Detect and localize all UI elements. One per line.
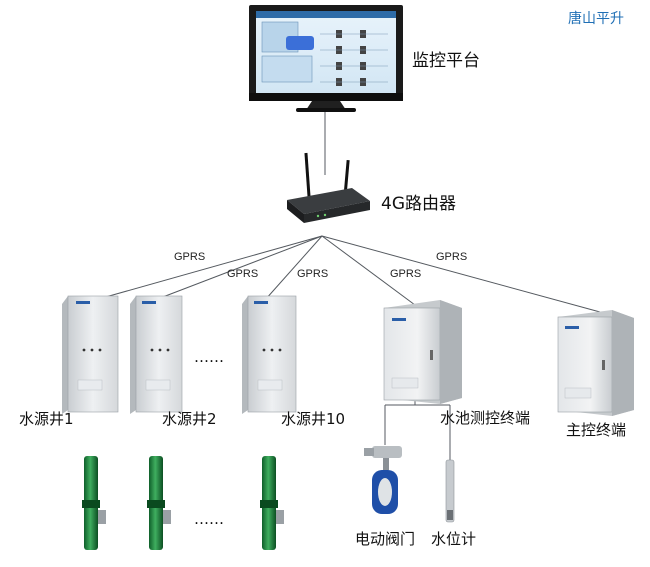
well-cabinet-2 bbox=[130, 295, 183, 414]
ellipsis-pumps: …… bbox=[194, 510, 224, 528]
line-router-well10 bbox=[264, 235, 323, 301]
connection-lines bbox=[94, 110, 601, 460]
line-router-well1 bbox=[94, 235, 323, 301]
brand-text: 唐山平升 bbox=[568, 11, 624, 27]
well-cabinet-1 bbox=[62, 295, 119, 414]
main-terminal-label: 主控终端 bbox=[566, 421, 627, 439]
line-router-pool bbox=[321, 235, 416, 306]
gprs-label-5: GPRS bbox=[436, 251, 468, 263]
pool-terminal-box bbox=[383, 300, 462, 404]
pool-terminal-label: 水池测控终端 bbox=[440, 409, 531, 427]
well-label-10: 水源井10 bbox=[281, 410, 346, 428]
well-cabinet-10 bbox=[242, 295, 297, 414]
line-router-main bbox=[321, 235, 601, 313]
pump-icon-1 bbox=[82, 456, 106, 550]
monitor-icon bbox=[249, 5, 403, 112]
well-label-2: 水源井2 bbox=[162, 410, 217, 428]
platform-label: 监控平台 bbox=[412, 51, 480, 71]
gprs-label-3: GPRS bbox=[297, 268, 329, 280]
router-label: 4G路由器 bbox=[381, 194, 456, 214]
gprs-label-2: GPRS bbox=[227, 268, 259, 280]
pump-icon-2 bbox=[147, 456, 171, 550]
level-meter-label: 水位计 bbox=[431, 530, 477, 548]
ellipsis-cabinets: …… bbox=[194, 348, 224, 366]
pump-icon-10 bbox=[260, 456, 284, 550]
level-meter-icon bbox=[445, 459, 455, 523]
valve-label: 电动阀门 bbox=[355, 530, 416, 548]
router-icon bbox=[287, 152, 370, 223]
gprs-label-1: GPRS bbox=[174, 251, 206, 263]
electric-valve-icon bbox=[364, 446, 402, 514]
well-label-1: 水源井1 bbox=[19, 410, 74, 428]
line-router-well2 bbox=[154, 235, 323, 301]
main-terminal-box bbox=[557, 310, 634, 416]
gprs-label-4: GPRS bbox=[390, 268, 422, 280]
